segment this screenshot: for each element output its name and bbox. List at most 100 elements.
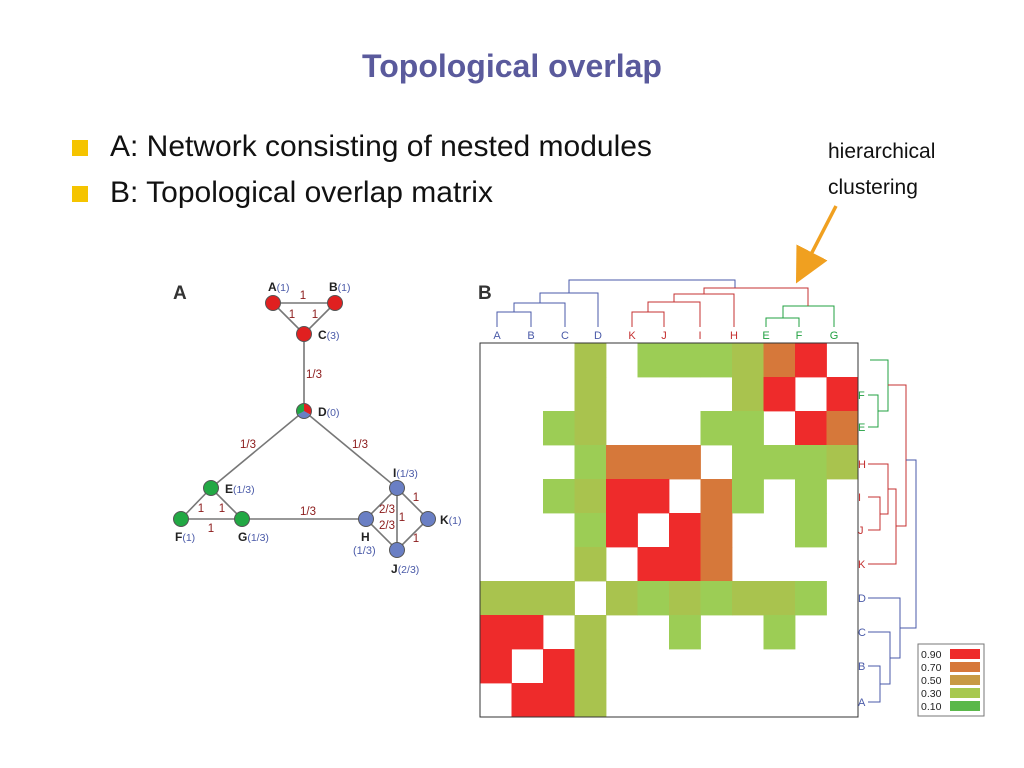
matrix-cell: [637, 547, 670, 582]
node-id: K: [440, 513, 449, 527]
matrix-top-label: G: [830, 330, 839, 342]
edge-weight-label: 1: [289, 309, 295, 321]
network-node: [420, 511, 436, 527]
node-id: B: [329, 280, 338, 294]
node-value-label: (1): [182, 532, 195, 544]
matrix-cell: [700, 581, 733, 616]
matrix-side-label: F: [858, 390, 865, 402]
matrix-cell: [826, 411, 859, 446]
matrix-cell: [543, 479, 575, 514]
node-id: D: [318, 405, 327, 419]
edge-weight-label: 1/3: [352, 439, 368, 451]
legend-swatch: [950, 688, 980, 698]
matrix-cell: [669, 445, 701, 480]
bullet-square-icon: [72, 186, 88, 202]
edge-weight-label: 2/3: [379, 520, 395, 532]
color-legend: 0.900.700.500.300.10: [917, 643, 985, 717]
matrix-cell: [795, 343, 827, 378]
network-node: [296, 326, 312, 342]
dendrogram-branch: [631, 311, 665, 327]
dendrogram-branch: [539, 292, 599, 327]
dendrogram-branch: [568, 279, 736, 293]
edge-weight-label: 1: [300, 290, 306, 302]
matrix-top-label: D: [594, 330, 602, 342]
note-line: hierarchical: [828, 140, 936, 163]
dendrogram-branch: [496, 311, 532, 327]
dendrogram-branch: [513, 302, 566, 327]
matrix-side-label: D: [858, 593, 866, 605]
matrix-top-label: H: [730, 330, 738, 342]
matrix-cell: [574, 377, 607, 412]
edge-weight-label: 1/3: [306, 369, 322, 381]
dendrogram-branch: [703, 287, 809, 306]
edge-weight-label: 1: [198, 503, 204, 515]
bullet-square-icon: [72, 140, 88, 156]
matrix-cell: [606, 581, 638, 616]
legend-swatch: [950, 649, 980, 659]
node-value-label: (1/3): [233, 484, 255, 496]
matrix-cell: [511, 683, 544, 718]
node-value-label: (1/3): [353, 545, 376, 557]
matrix-cell: [637, 343, 670, 378]
dendrogram-branch: [900, 459, 917, 629]
legend-label: 0.50: [921, 675, 942, 687]
matrix-side-label: H: [858, 459, 866, 471]
matrix-cell: [763, 343, 796, 378]
node-value-label: (3): [327, 330, 340, 342]
node-value-label: (2/3): [398, 564, 420, 576]
matrix-cell: [606, 445, 638, 480]
node-value-label: (1/3): [247, 532, 269, 544]
matrix-cell: [543, 649, 575, 684]
legend-swatch: [950, 701, 980, 711]
matrix-cell: [574, 547, 607, 582]
node-id: J: [391, 562, 398, 576]
node-id: C: [318, 328, 327, 342]
network-node: [389, 542, 405, 558]
panel-a-label: A: [173, 283, 187, 304]
node-value-label: (1/3): [396, 468, 418, 480]
edge-weight-label: 1: [413, 533, 419, 545]
matrix-cell: [795, 445, 827, 480]
matrix-side-label: J: [858, 525, 864, 537]
edge-weight-label: 1: [413, 492, 419, 504]
dendrogram-branch: [868, 665, 881, 703]
matrix-cell: [795, 479, 827, 514]
matrix-top-label: I: [698, 330, 701, 342]
matrix-cell: [669, 513, 701, 548]
node-label: J(2/3): [391, 562, 419, 576]
matrix-top-label: J: [661, 330, 667, 342]
matrix-cell: [763, 445, 796, 480]
matrix-cell: [669, 615, 701, 650]
dendrogram-branch: [868, 488, 897, 565]
matrix-cell: [763, 615, 796, 650]
node-value-label: (1): [449, 515, 462, 527]
matrix-cell: [543, 581, 575, 616]
matrix-cell: [826, 377, 859, 412]
dendrogram-branch: [888, 384, 907, 527]
matrix-cell: [669, 343, 701, 378]
node-label: E(1/3): [225, 482, 255, 496]
legend-label: 0.30: [921, 688, 942, 700]
node-id: I: [393, 466, 396, 480]
matrix-cell: [700, 479, 733, 514]
matrix-cell: [637, 445, 670, 480]
matrix-top-label: E: [762, 330, 769, 342]
matrix-cell: [763, 581, 796, 616]
matrix-cell: [826, 445, 859, 480]
dendrogram-branch: [782, 305, 835, 327]
matrix-cell: [606, 513, 638, 548]
bullet-item: B: Topological overlap matrix: [72, 174, 652, 220]
matrix-cell: [669, 581, 701, 616]
slide-title: Topological overlap: [362, 48, 662, 84]
node-label: G(1/3): [238, 530, 269, 544]
matrix-cell: [732, 377, 764, 412]
matrix-cell: [700, 547, 733, 582]
legend-swatch: [950, 675, 980, 685]
matrix-cell: [480, 615, 512, 650]
dendrogram-branch: [868, 597, 901, 659]
node-value-label: (1): [338, 282, 351, 294]
matrix-cell: [637, 479, 670, 514]
node-label: H: [361, 530, 370, 544]
